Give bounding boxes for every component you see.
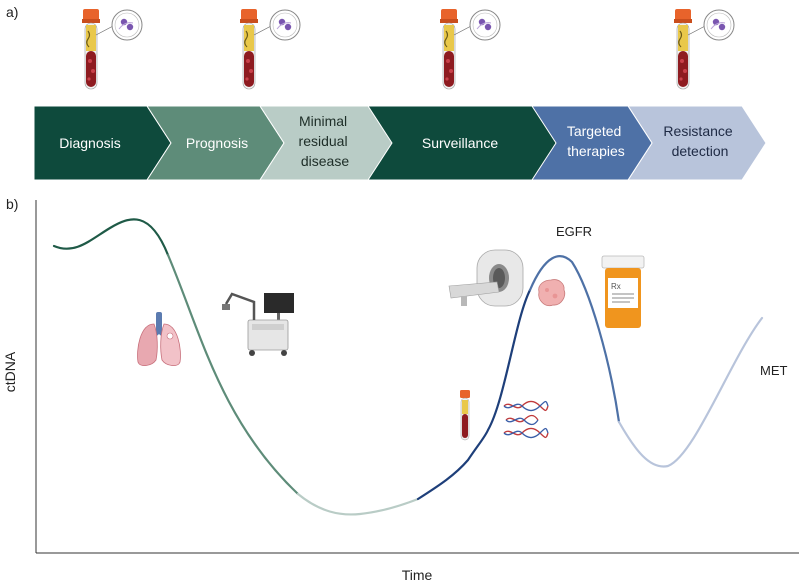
ctdna-curve: [52, 218, 764, 516]
timeline-arrow: Surveillance Diagnosis Prognosis Minimal: [33, 105, 767, 181]
blood-tube-with-cells-icon-2: [239, 8, 301, 90]
panel-a-label: a): [6, 4, 19, 20]
surgical-robot-icon: [222, 292, 294, 356]
lungs-icon: [137, 312, 181, 366]
stage-targeted-label: Targeted therapies: [567, 123, 625, 159]
stage-surveillance-label: Surveillance: [422, 135, 498, 151]
stage-targeted-therapies: Targeted therapies: [531, 105, 653, 181]
tumor-icon: [538, 279, 566, 307]
panel-b-label: b): [6, 196, 19, 212]
stage-diagnosis-label: Diagnosis: [59, 135, 120, 151]
stage-prognosis-label: Prognosis: [186, 135, 248, 151]
blood-tube-with-cells-icon-1: [81, 8, 143, 90]
curve-segment-resistance: [617, 316, 764, 468]
pill-bottle-icon: Rx: [601, 255, 645, 328]
curve-segment-surveillance: [416, 288, 532, 501]
curve-segment-mrd: [296, 492, 420, 516]
curve-segment-diagnosis: [52, 218, 170, 257]
stage-minimal-residual-disease: Minimal residual disease: [259, 105, 393, 181]
curve-segment-targeted: [528, 255, 621, 424]
stage-resistance-label: Resistance detection: [663, 123, 736, 159]
stage-mrd-label: Minimal residual disease: [299, 113, 352, 169]
blood-tube-icon: [459, 389, 471, 441]
ct-scanner-icon: [448, 249, 524, 307]
x-axis-label: Time: [402, 567, 433, 583]
stage-diagnosis: Diagnosis: [33, 105, 172, 181]
curve-segment-prognosis: [166, 253, 300, 496]
y-axis-label: ctDNA: [2, 351, 18, 392]
blood-tube-with-cells-icon-3: [439, 8, 501, 90]
met-label: MET: [760, 363, 788, 378]
egfr-label: EGFR: [556, 224, 592, 239]
stage-resistance-detection: Resistance detection: [627, 105, 767, 181]
dna-strands-icon: [503, 400, 549, 439]
svg-text:Rx: Rx: [611, 282, 621, 291]
blood-tube-with-cells-icon-4: [673, 8, 735, 90]
